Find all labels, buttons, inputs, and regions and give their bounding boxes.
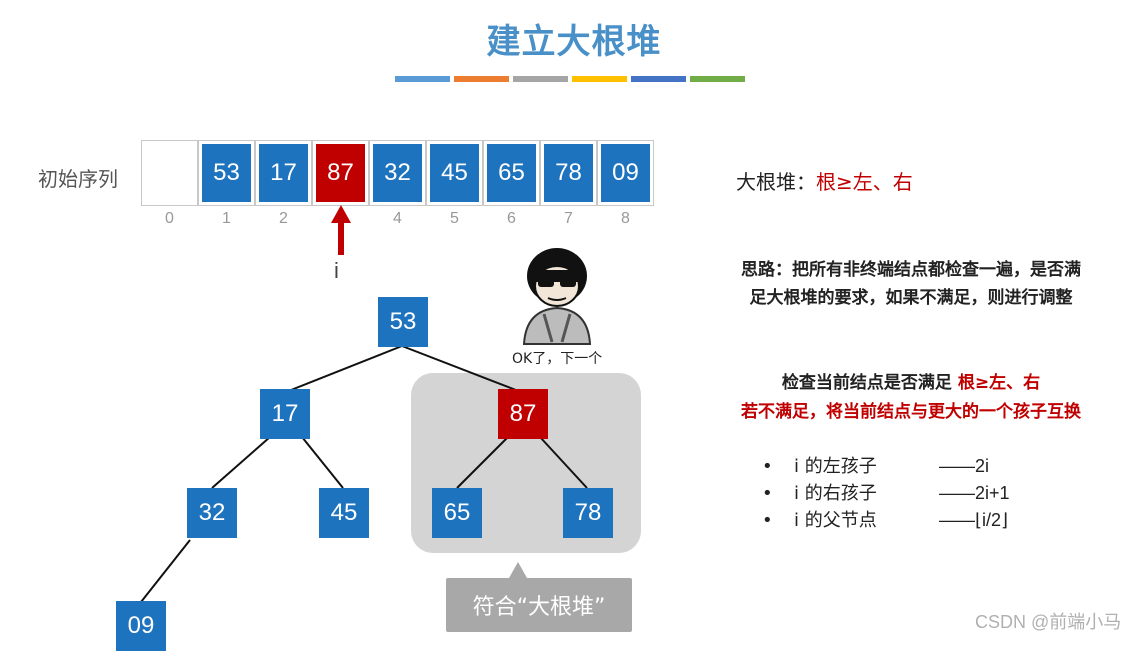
formula-value: ——2i+1: [939, 483, 1010, 503]
heap-definition: 大根堆：根≥左、右: [736, 166, 913, 195]
formula-label: i 的右孩子: [794, 483, 877, 504]
pointer-arrow-icon: [331, 205, 351, 255]
color-segment: [631, 76, 686, 82]
array-value: 45: [430, 144, 479, 202]
array-index: 5: [450, 210, 459, 227]
array-cell: 09: [597, 140, 654, 206]
array-cell: 53: [198, 140, 255, 206]
callout-box: 符合“大根堆”: [446, 578, 632, 632]
array-value-current: 87: [316, 144, 365, 202]
formula-value: ——2i: [939, 456, 990, 476]
array-cell: 65: [483, 140, 540, 206]
idea-line-1: 思路：把所有非终端结点都检查一遍，是否满: [741, 260, 1081, 280]
page-title: 建立大根堆: [486, 22, 662, 62]
array-value: 65: [487, 144, 536, 202]
array-value: 32: [373, 144, 422, 202]
formula-label: i 的父节点: [794, 510, 877, 531]
check-line-2: 若不满足，将当前结点与更大的一个孩子互换: [741, 402, 1081, 422]
formula-label: i 的左孩子: [794, 456, 877, 477]
array-value: 17: [259, 144, 308, 202]
tree-node: 45: [319, 488, 369, 538]
edge: [285, 345, 403, 393]
check-rule: 根≥左、右: [957, 373, 1041, 393]
tree-node: 65: [432, 488, 482, 538]
formula-row: • i 的左孩子 ——2i: [762, 453, 1010, 480]
sequence-label: 初始序列: [38, 167, 118, 191]
tree-node-current: 87: [498, 389, 548, 439]
array-index: 1: [222, 210, 231, 227]
edge: [211, 436, 271, 489]
array-index: 7: [564, 210, 573, 227]
array-value: 78: [544, 144, 593, 202]
heap-def-prefix: 大根堆：: [736, 170, 816, 194]
formula-value: ——⌊i/2⌋: [939, 510, 1009, 530]
tree-node: 78: [563, 488, 613, 538]
color-segment: [454, 76, 509, 82]
array-cell: [141, 140, 198, 206]
color-divider: [395, 76, 745, 82]
bullet: •: [762, 510, 773, 531]
array-index: 4: [393, 210, 402, 227]
idea-line-2: 足大根堆的要求，如果不满足，则进行调整: [749, 288, 1073, 308]
array-cell: 78: [540, 140, 597, 206]
edge: [539, 436, 588, 489]
formula-row: • i 的父节点 ——⌊i/2⌋: [762, 507, 1010, 534]
callout-pointer: [509, 562, 527, 578]
array-cell: 45: [426, 140, 483, 206]
array-index: 6: [507, 210, 516, 227]
array-cell: 32: [369, 140, 426, 206]
color-segment: [690, 76, 745, 82]
tree-node: 53: [378, 297, 428, 347]
formula-list: • i 的左孩子 ——2i • i 的右孩子 ——2i+1 • i 的父节点 —…: [762, 453, 1010, 534]
tree-node: 32: [187, 488, 237, 538]
edge: [301, 436, 344, 489]
array-value: 09: [601, 144, 650, 202]
array-index: 2: [279, 210, 288, 227]
check-prefix: 检查当前结点是否满足: [781, 373, 958, 393]
color-segment: [572, 76, 627, 82]
tree-node: 17: [260, 389, 310, 439]
edge: [401, 345, 522, 393]
idea-text: 思路：把所有非终端结点都检查一遍，是否满 足大根堆的要求，如果不满足，则进行调整: [706, 256, 1116, 312]
edge: [140, 539, 191, 603]
color-segment: [395, 76, 450, 82]
array-index: 0: [165, 210, 174, 227]
meme-sticker-icon: [522, 248, 592, 345]
watermark: CSDN @前端小马: [975, 612, 1122, 632]
array-index: 8: [621, 210, 630, 227]
edge: [456, 436, 509, 489]
array-value: 53: [202, 144, 251, 202]
meme-caption: OK了，下一个: [512, 351, 603, 367]
array-cell: 87: [312, 140, 369, 206]
tree-node: 09: [116, 601, 166, 651]
color-segment: [513, 76, 568, 82]
heap-def-rule: 根≥左、右: [816, 170, 913, 194]
pointer-label: i: [334, 258, 339, 283]
bullet: •: [762, 456, 773, 477]
array-cell: 17: [255, 140, 312, 206]
formula-row: • i 的右孩子 ——2i+1: [762, 480, 1010, 507]
bullet: •: [762, 483, 773, 504]
check-line-1: 检查当前结点是否满足 根≥左、右: [706, 368, 1116, 393]
